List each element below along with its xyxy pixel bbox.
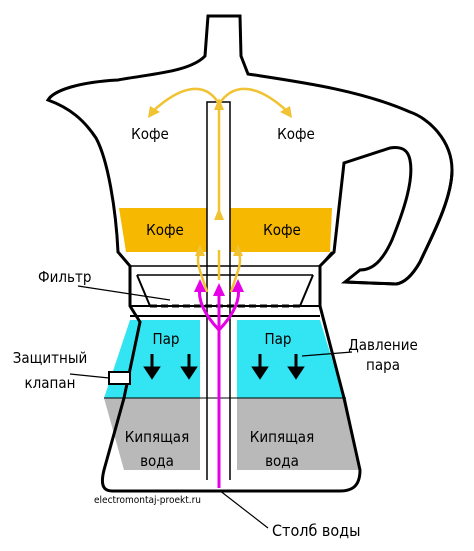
label-boiling-right-line2: вода xyxy=(265,452,299,470)
label-coffee-top-left: Кофе xyxy=(131,125,169,143)
safety-valve xyxy=(108,371,131,385)
label-coffee-mid-left: Кофе xyxy=(146,221,184,239)
steam-pressure-leader-line xyxy=(301,351,353,357)
label-steam-pressure-line1: Давление xyxy=(348,336,418,354)
label-filter: Фильтр xyxy=(38,268,91,286)
water-column-leader-line xyxy=(218,489,269,529)
watermark: electromontaj-proekt.ru xyxy=(94,495,201,506)
pot-upper-outline xyxy=(45,14,454,493)
label-boiling-left-line2: вода xyxy=(140,452,174,470)
label-boiling-left-line1: Кипящая xyxy=(125,428,189,446)
label-boiling-right-line1: Кипящая xyxy=(250,428,314,446)
steam-pressure-down-arrows xyxy=(143,354,305,380)
label-water-column: Столб воды xyxy=(272,521,361,540)
label-coffee-mid-right: Кофе xyxy=(263,221,301,239)
safety-valve-leader-line xyxy=(69,373,110,379)
label-coffee-top-right: Кофе xyxy=(277,125,315,143)
label-safety-valve-line2: клапан xyxy=(25,374,76,392)
pot-handle-outline xyxy=(344,169,454,286)
coffee-flow-arrows xyxy=(151,87,289,293)
label-steam-pressure-line2: пара xyxy=(366,356,400,374)
label-steam-left: Пар xyxy=(153,330,180,348)
label-steam-right: Пар xyxy=(265,330,292,348)
coffee-flow-arrowheads xyxy=(148,98,292,256)
filter-leader-line xyxy=(77,285,171,301)
pressure-flow-arrowheads xyxy=(194,279,244,296)
label-safety-valve-line1: Защитный xyxy=(13,349,88,367)
